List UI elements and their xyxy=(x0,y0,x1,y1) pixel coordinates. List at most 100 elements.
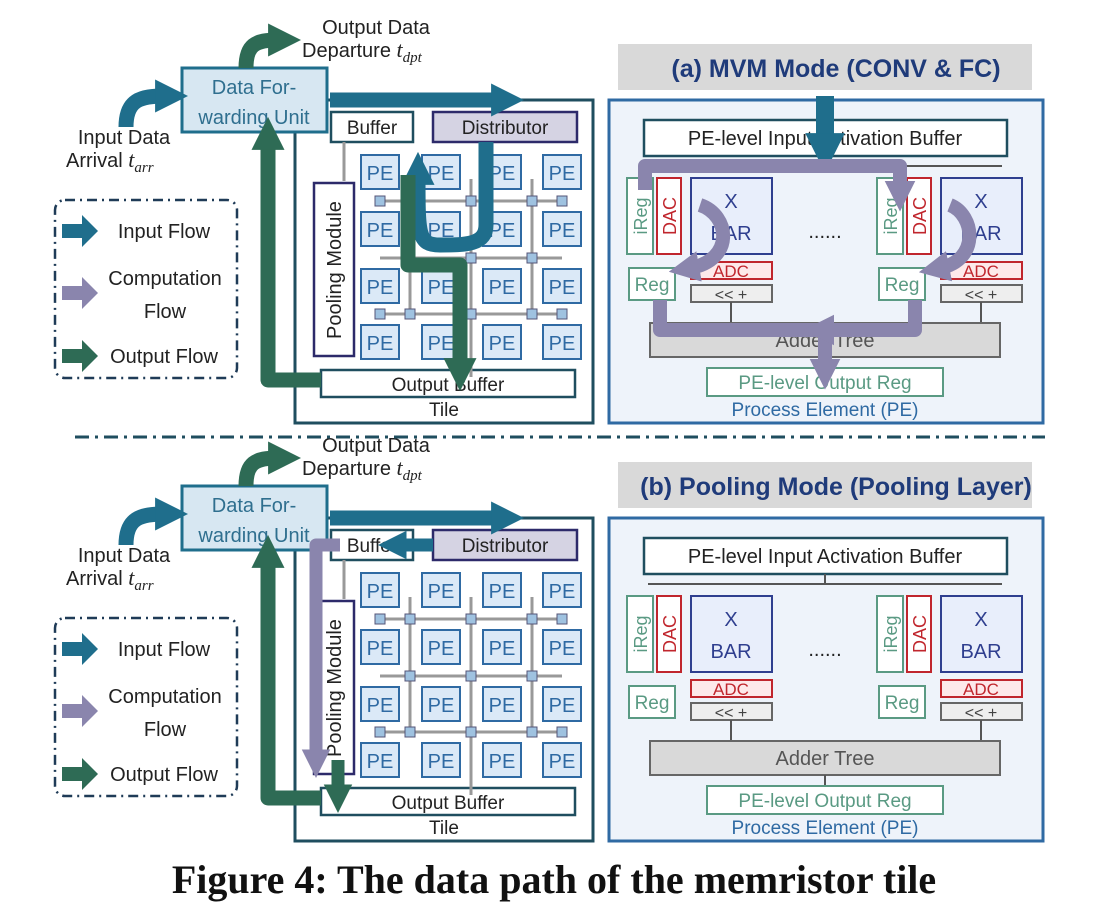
pe-label: PE xyxy=(428,163,455,185)
pe-input-buffer-label: PE-level Input Activation Buffer xyxy=(688,546,963,568)
output-time-symbol: t xyxy=(397,455,404,480)
pe-label: PE xyxy=(428,751,455,773)
router-node xyxy=(526,670,538,682)
computation-flow-broadcast xyxy=(638,159,900,190)
input-data-label: Input Data xyxy=(78,545,171,567)
pe-block xyxy=(482,686,522,722)
pe-output-reg-label: PE-level Output Reg xyxy=(738,373,911,394)
pe-label: PE xyxy=(549,581,576,603)
pe-block xyxy=(482,742,522,778)
router-node xyxy=(556,613,568,625)
legend-output-flow-label: Output Flow xyxy=(110,346,218,368)
pe-label: PE xyxy=(367,751,394,773)
pe-label: PE xyxy=(428,695,455,717)
pe-label: PE xyxy=(428,277,455,299)
output-buffer-box xyxy=(319,786,577,817)
pe-block xyxy=(360,686,400,722)
input-time-symbol: t xyxy=(128,147,135,172)
dac-label: DAC xyxy=(660,615,680,653)
figure-caption: Figure 4: The data path of the memristor… xyxy=(172,857,936,902)
output-flow-to-forwarding xyxy=(251,116,321,388)
pe-label: PE xyxy=(549,638,576,660)
computation-to-adder-right xyxy=(803,300,922,346)
dac-label: DAC xyxy=(910,615,930,653)
legend-output-flow-label: Output Flow xyxy=(110,764,218,786)
mode-title-bg xyxy=(618,44,1032,90)
pe-label: PE xyxy=(367,695,394,717)
pe-label: PE xyxy=(489,220,516,242)
distributor-label: Distributor xyxy=(462,536,549,557)
pe-block xyxy=(360,629,400,665)
pe-block xyxy=(542,686,582,722)
pe-label: PE xyxy=(367,163,394,185)
adc-label: ADC xyxy=(713,262,749,281)
reg-box xyxy=(878,267,926,301)
pe-label: PE xyxy=(428,333,455,355)
reg-box xyxy=(878,685,926,719)
pe-block xyxy=(421,686,461,722)
input-time-symbol: t xyxy=(128,565,135,590)
pe-label: PE xyxy=(367,638,394,660)
router-node xyxy=(465,252,477,264)
dac-label: DAC xyxy=(660,197,680,235)
ellipsis-label: ...... xyxy=(808,221,841,243)
input-data-label: Input Data xyxy=(78,127,171,149)
router-node xyxy=(465,195,477,207)
router-node xyxy=(556,195,568,207)
xbar-label: X xyxy=(724,191,737,213)
router-node xyxy=(526,195,538,207)
pooling-module-box xyxy=(312,181,356,358)
router-node xyxy=(404,726,416,738)
pe-block xyxy=(542,742,582,778)
router-node xyxy=(465,670,477,682)
forwarding-unit-label: warding Unit xyxy=(197,525,310,547)
router-node xyxy=(404,308,416,320)
router-node xyxy=(556,308,568,320)
input-arrival-arrow xyxy=(118,79,189,128)
legend-computation-label: Flow xyxy=(144,719,187,741)
pe-label: PE xyxy=(367,277,394,299)
ireg-box xyxy=(626,595,654,673)
pe-label: PE xyxy=(489,581,516,603)
ireg-label: iReg xyxy=(881,615,901,652)
mode-title-bg xyxy=(618,462,1032,508)
xbar-box xyxy=(940,595,1023,673)
router-node xyxy=(556,726,568,738)
legend-computation-flow-arrow xyxy=(62,695,98,727)
legend-box xyxy=(53,616,239,798)
legend-input-flow-arrow xyxy=(62,215,98,247)
legend-output-flow-arrow xyxy=(62,340,98,372)
output-departure-label: Departure tdpt xyxy=(302,455,423,484)
legend-box xyxy=(53,198,239,380)
legend-computation-label: Computation xyxy=(108,686,221,708)
input-time-subscript: arr xyxy=(134,578,153,594)
ireg-box xyxy=(876,595,904,673)
pe-label: PE xyxy=(549,277,576,299)
output-flow-to-forwarding xyxy=(251,534,321,806)
router-node xyxy=(374,726,386,738)
ellipsis-label: ...... xyxy=(808,639,841,661)
pe-block xyxy=(360,572,400,608)
reg-box xyxy=(628,267,676,301)
xbar-label: X xyxy=(974,191,987,213)
pe-block xyxy=(482,324,522,360)
pe-label: PE xyxy=(428,638,455,660)
pe-block xyxy=(421,629,461,665)
buffer-label: Buffer xyxy=(347,118,398,139)
output-buffer-label: Output Buffer xyxy=(392,793,505,814)
pe-label: PE xyxy=(489,277,516,299)
output-time-subscript: dpt xyxy=(403,50,423,66)
distributor-box xyxy=(431,110,579,144)
pe-label: PE xyxy=(428,581,455,603)
router-node xyxy=(374,195,386,207)
pe-label: PE xyxy=(367,220,394,242)
reg-label: Reg xyxy=(635,275,670,296)
xbar-label: BAR xyxy=(710,641,751,663)
pe-block xyxy=(421,572,461,608)
pooling-module-label: Pooling Module xyxy=(324,201,346,339)
mode-title: (b) Pooling Mode (Pooling Layer) xyxy=(640,473,1032,501)
output-departure-label: Departure tdpt xyxy=(302,37,423,66)
